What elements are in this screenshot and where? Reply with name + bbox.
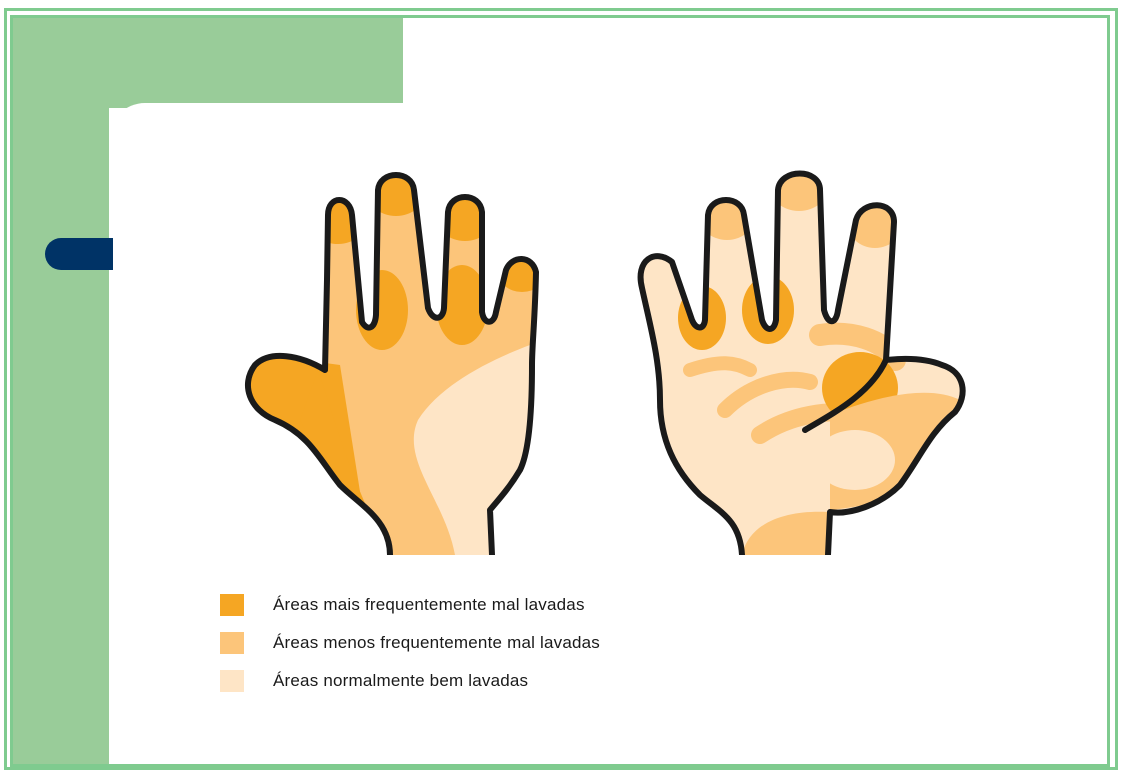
legend-swatch-well-washed — [220, 670, 244, 692]
legend-item: Áreas mais frequentemente mal lavadas — [220, 586, 600, 624]
navy-accent-pill — [45, 238, 113, 270]
palm-of-hand — [610, 160, 970, 555]
legend-label: Áreas menos frequentemente mal lavadas — [273, 633, 600, 653]
legend-swatch-most-missed — [220, 594, 244, 616]
legend: Áreas mais frequentemente mal lavadas Ár… — [220, 586, 600, 700]
legend-label: Áreas normalmente bem lavadas — [273, 671, 528, 691]
legend-label: Áreas mais frequentemente mal lavadas — [273, 595, 585, 615]
hand-hygiene-diagram — [230, 160, 970, 555]
legend-item: Áreas menos frequentemente mal lavadas — [220, 624, 600, 662]
green-side-bar — [13, 18, 109, 767]
legend-item: Áreas normalmente bem lavadas — [220, 662, 600, 700]
legend-swatch-less-missed — [220, 632, 244, 654]
back-of-hand — [230, 160, 590, 555]
